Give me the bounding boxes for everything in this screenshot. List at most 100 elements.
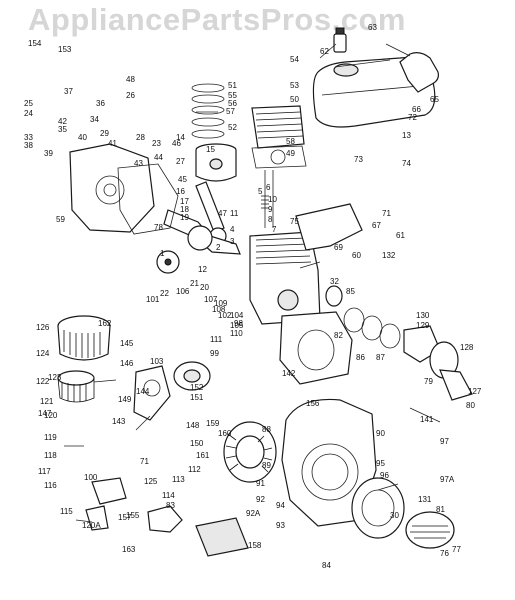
part-number-label: 85	[346, 287, 355, 296]
part-number-label: 5	[258, 187, 263, 196]
part-number-label: 71	[140, 457, 149, 466]
part-number-label: 148	[186, 421, 200, 430]
part-number-label: 162	[98, 319, 112, 328]
part-number-label: 40	[78, 133, 87, 142]
part-number-label: 118	[44, 451, 57, 460]
part-number-label: 97	[440, 437, 449, 446]
part-number-label: 75	[290, 217, 299, 226]
part-number-label: 106	[176, 287, 190, 296]
part-number-label: 159	[206, 419, 220, 428]
part-number-label: 117	[38, 467, 51, 476]
piston	[195, 143, 237, 182]
part-number-label: 58	[286, 137, 295, 146]
part-number-label: 132	[382, 251, 396, 260]
air-baffle	[295, 203, 363, 251]
part-number-label: 130	[416, 311, 430, 320]
part-number-label: 44	[154, 153, 163, 162]
part-number-label: 23	[152, 139, 161, 148]
part-number-label: 18	[180, 205, 189, 214]
part-number-label: 38	[24, 141, 33, 150]
part-number-label: 39	[44, 149, 53, 158]
part-number-label: 141	[420, 415, 434, 424]
part-number-label: 35	[58, 125, 67, 134]
part-number-label: 20	[200, 283, 209, 292]
part-number-label: 92	[256, 495, 265, 504]
part-number-label: 54	[290, 55, 299, 64]
part-number-label: 59	[56, 215, 65, 224]
part-number-label: 63	[368, 23, 377, 32]
recoil-starter	[351, 477, 405, 539]
part-number-label: 37	[64, 87, 73, 96]
part-number-label: 102	[218, 311, 232, 320]
part-number-label: 143	[112, 417, 126, 426]
part-number-label: 160	[218, 429, 232, 438]
part-number-label: 87	[376, 353, 385, 362]
part-number-label: 144	[136, 387, 150, 396]
air-cleaner-assembly	[57, 315, 111, 361]
part-number-label: 147	[38, 409, 52, 418]
part-number-label: 111	[210, 335, 223, 344]
part-number-label: 73	[354, 155, 363, 164]
crankcase-gasket	[117, 163, 179, 235]
part-number-label: 77	[452, 545, 461, 554]
part-number-label: 33	[24, 133, 33, 142]
part-number-label: 30	[390, 511, 399, 520]
part-number-label: 19	[180, 213, 189, 222]
part-number-label: 60	[352, 251, 361, 260]
part-number-label: 47	[218, 209, 227, 218]
part-number-label: 153	[58, 45, 72, 54]
part-number-label: 29	[100, 129, 109, 138]
fuel-tank	[312, 57, 436, 128]
exhaust-parts	[85, 477, 127, 531]
part-number-label: 157	[118, 513, 132, 522]
part-number-label: 53	[290, 81, 299, 90]
part-number-label: 8	[268, 215, 273, 224]
part-number-label: 61	[396, 231, 405, 240]
part-number-label: 76	[440, 549, 449, 558]
part-number-label: 43	[134, 159, 143, 168]
part-number-label: 2	[216, 243, 221, 252]
part-number-label: 105	[230, 321, 244, 330]
part-number-label: 74	[402, 159, 411, 168]
cylinder-shroud	[279, 311, 353, 385]
part-number-label: 84	[322, 561, 331, 570]
tank-strap	[399, 52, 439, 93]
part-number-label: 49	[286, 149, 295, 158]
part-number-label: 81	[436, 505, 445, 514]
part-number-label: 100	[84, 473, 98, 482]
part-number-label: 6	[266, 183, 271, 192]
foam-pad	[195, 517, 249, 557]
part-number-label: 115	[60, 507, 73, 516]
part-number-label: 145	[120, 339, 134, 348]
part-number-label: 152	[190, 383, 204, 392]
part-number-label: 125	[144, 477, 158, 486]
part-number-label: 96	[380, 471, 389, 480]
part-number-label: 129	[416, 321, 430, 330]
head-gasket	[251, 145, 307, 169]
part-number-label: 27	[176, 157, 185, 166]
part-number-label: 104	[230, 311, 244, 320]
part-number-label: 46	[172, 139, 181, 148]
starter-assembly	[403, 325, 473, 401]
camshaft-gear	[156, 250, 180, 274]
part-number-label: 67	[372, 221, 381, 230]
part-number-label: 131	[418, 495, 432, 504]
part-number-label: 24	[24, 109, 33, 118]
float-bowl	[173, 361, 211, 391]
flywheel	[223, 421, 277, 483]
part-number-label: 32	[330, 277, 339, 286]
cylinder-head	[251, 105, 305, 149]
part-number-label: 82	[334, 331, 343, 340]
part-number-label: 98	[234, 319, 243, 328]
part-number-label: 4	[230, 225, 235, 234]
part-number-label: 13	[402, 131, 411, 140]
seals	[325, 285, 401, 349]
part-number-label: 17	[180, 197, 189, 206]
part-number-label: 41	[108, 139, 117, 148]
part-number-label: 149	[118, 395, 132, 404]
part-number-label: 66	[412, 105, 421, 114]
part-number-label: 56	[228, 99, 237, 108]
part-number-label: 119	[44, 433, 57, 442]
